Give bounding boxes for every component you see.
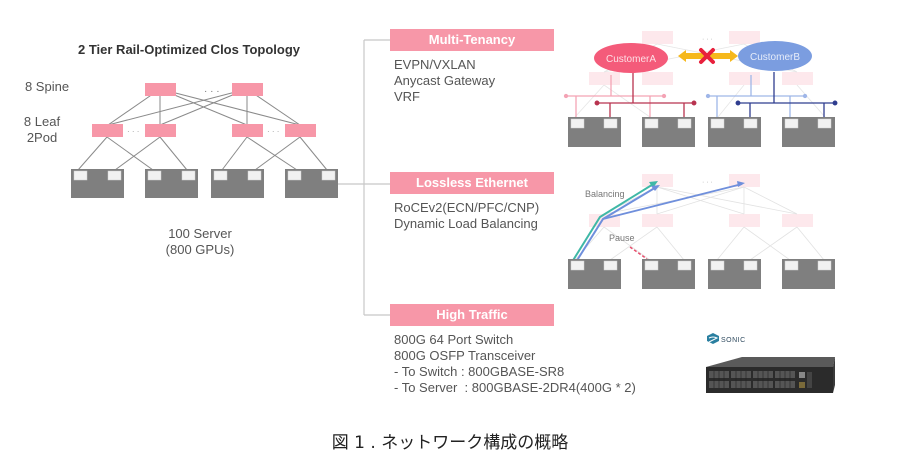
feature-body-multi-tenancy: EVPN/VXLAN Anycast Gateway VRF [394, 57, 495, 105]
nic-icon [213, 170, 228, 181]
spine-switch [232, 83, 263, 96]
nic-icon [73, 170, 88, 181]
leaf-ellipsis: · · · [267, 127, 279, 136]
leaf-switch [232, 124, 263, 137]
spine-ellipsis: · · · [702, 36, 713, 43]
leaf-ellipsis: · · · [127, 127, 139, 136]
nic-icon [107, 170, 122, 181]
leaf-switch [92, 124, 123, 137]
spine-ellipsis: · · · [702, 179, 713, 186]
pause-label: Pause [609, 233, 635, 243]
gpu-count-label: (800 GPUs) [165, 242, 235, 257]
balancing-path-1 [571, 182, 656, 263]
topology-title: 2 Tier Rail-Optimized Clos Topology [78, 42, 300, 57]
sonic-logo-text: SONIC [721, 337, 746, 344]
spine-switch [145, 83, 176, 96]
feature-item: - To Server : 800GBASE-2DR4(400G * 2) [394, 380, 636, 395]
feature-connector [338, 39, 390, 316]
feature-item: - To Switch : 800GBASE-SR8 [394, 364, 565, 379]
balancing-label: Balancing [585, 189, 625, 199]
nic-icon [181, 170, 196, 181]
nic-icon [247, 170, 262, 181]
sonic-logo-icon [707, 333, 719, 344]
nic-icon [147, 170, 162, 181]
feature-item: RoCEv2(ECN/PFC/CNP) [394, 200, 540, 215]
leaf-server-links [77, 136, 328, 171]
lossless-diagram: · · · Balancing Pause [568, 174, 835, 289]
feature-item: EVPN/VXLAN [394, 57, 476, 72]
leaf-label: 8 Leaf [23, 114, 61, 129]
feature-header-high-traffic: High Traffic [390, 304, 554, 326]
server-group [71, 169, 338, 198]
high-traffic-diagram: SONIC [706, 333, 835, 393]
network-switch-image [706, 357, 835, 393]
spine-ellipsis: · · · [204, 86, 220, 97]
balancing-path-3 [602, 183, 743, 220]
customer-b-label: CustomerB [750, 52, 800, 63]
feature-item: VRF [394, 89, 420, 104]
pod-label: 2Pod [26, 130, 58, 145]
leaf-switch [145, 124, 176, 137]
pause-signal [629, 246, 648, 260]
feature-body-lossless-ethernet: RoCEv2(ECN/PFC/CNP) Dynamic Load Balanci… [394, 200, 539, 232]
feature-header-lossless-ethernet: Lossless Ethernet [390, 172, 554, 194]
left-topology: · · · · · · · · · [71, 83, 338, 198]
customer-a-label: CustomerA [606, 54, 656, 65]
nic-icon [287, 170, 302, 181]
leaf-switch [285, 124, 316, 137]
feature-item: 800G 64 Port Switch [394, 332, 514, 347]
multitenancy-diagram: · · · [563, 31, 838, 147]
spine-label: 8 Spine [24, 79, 70, 94]
feature-header-multi-tenancy: Multi-Tenancy [390, 29, 554, 51]
feature-item: 800G OSFP Transceiver [394, 348, 536, 363]
feature-body-high-traffic: 800G 64 Port Switch 800G OSFP Transceive… [394, 332, 636, 396]
customer-b-node [738, 41, 812, 71]
server-count-label: 100 Server [168, 226, 232, 241]
nic-icon [321, 170, 336, 181]
block-x-icon [699, 48, 715, 64]
customer-a-node [594, 43, 668, 73]
feature-item: Dynamic Load Balancing [394, 216, 538, 231]
feature-item: Anycast Gateway [394, 73, 496, 88]
figure-caption: 図 1 . ネットワーク構成の概略 [331, 433, 569, 453]
